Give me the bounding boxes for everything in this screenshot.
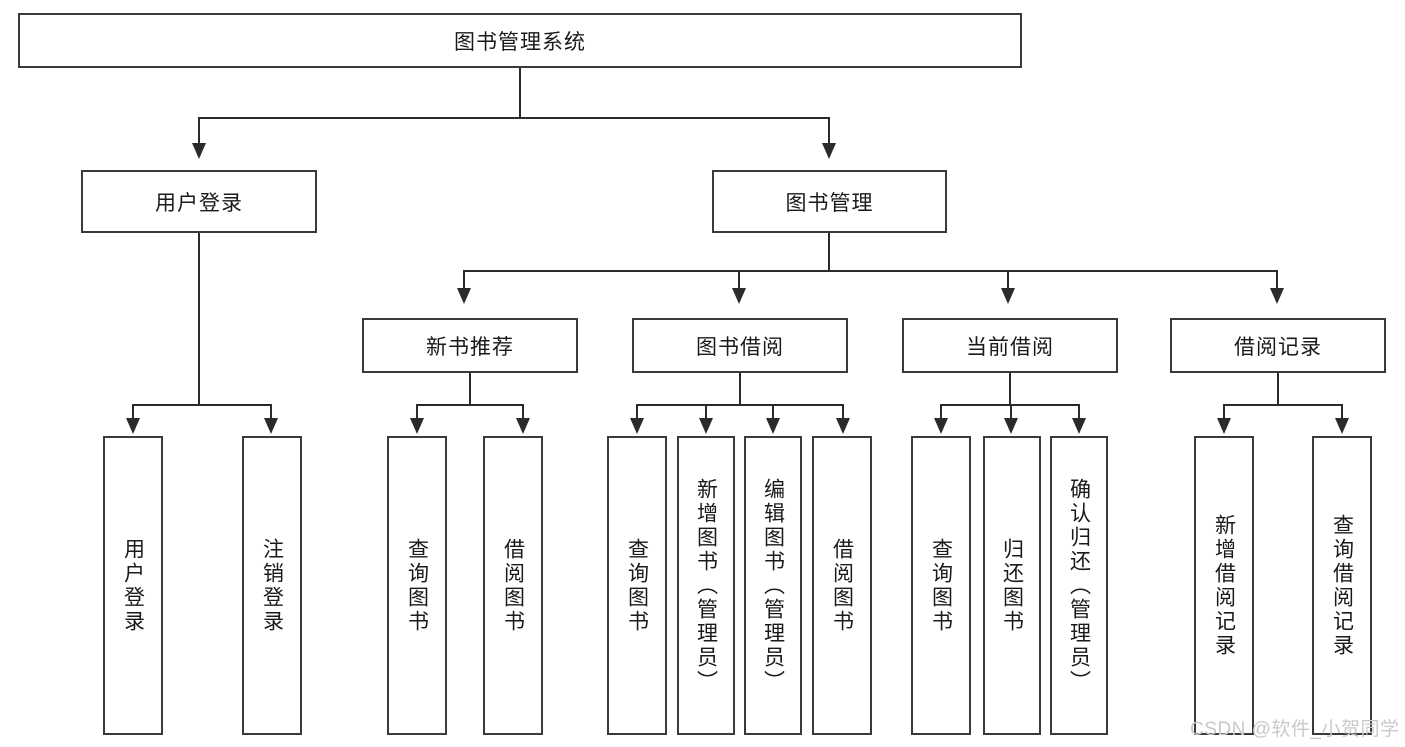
connector-root-bar [199,117,829,119]
node-book-borrow[interactable]: 图书借阅 [632,318,848,373]
connector-root-to-book-management [828,117,830,145]
node-label: 查询图书 [929,537,953,634]
node-leaf-query-book-3[interactable]: 查询图书 [911,436,971,735]
arrow-cb-leaf-3 [1072,418,1086,434]
connector-cb-drop-3 [1078,404,1080,420]
arrow-br-leaf-1 [1217,418,1231,434]
connector-nbr-trunk [469,373,471,405]
node-current-borrow[interactable]: 当前借阅 [902,318,1118,373]
arrow-bm-to-book-borrow [732,288,746,304]
connector-br-drop-1 [1223,404,1225,420]
connector-nbr-drop-1 [416,404,418,420]
connector-br-bar [1223,404,1343,406]
node-label: 图书管理 [785,191,874,215]
node-label: 借阅图书 [501,537,525,634]
connector-bb-bar [636,404,844,406]
node-leaf-return-book[interactable]: 归还图书 [983,436,1041,735]
watermark-text: CSDN @软件_小贺同学 [1190,719,1400,740]
node-leaf-logout-login[interactable]: 注销登录 [242,436,302,735]
connector-bb-trunk [739,373,741,405]
node-leaf-confirm-return[interactable]: 确认归还（管理员） [1050,436,1108,735]
node-label: 编辑图书（管理员） [761,477,785,694]
node-leaf-user-login[interactable]: 用户登录 [103,436,163,735]
arrow-bb-leaf-3 [766,418,780,434]
node-label: 新增借阅记录 [1212,513,1236,658]
connector-cb-trunk [1009,373,1011,405]
connector-bb-drop-1 [636,404,638,420]
node-leaf-query-book-2[interactable]: 查询图书 [607,436,667,735]
arrow-br-leaf-2 [1335,418,1349,434]
connector-user-login-drop-2 [270,404,272,420]
node-label: 查询借阅记录 [1330,513,1354,658]
connector-nbr-drop-2 [522,404,524,420]
arrow-bm-to-borrow-record [1270,288,1284,304]
node-label: 归还图书 [1000,537,1024,634]
connector-nbr-bar [416,404,524,406]
node-book-management[interactable]: 图书管理 [712,170,947,233]
connector-bb-drop-4 [842,404,844,420]
connector-user-login-drop-1 [132,404,134,420]
connector-root-trunk [519,68,521,118]
node-label: 注销登录 [260,537,284,634]
node-leaf-borrow-book-1[interactable]: 借阅图书 [483,436,543,735]
node-leaf-add-book[interactable]: 新增图书（管理员） [677,436,735,735]
connector-user-login-trunk [198,233,200,405]
node-label: 查询图书 [405,537,429,634]
arrow-bb-leaf-4 [836,418,850,434]
connector-user-login-bar [132,404,272,406]
connector-br-trunk [1277,373,1279,405]
node-user-login[interactable]: 用户登录 [81,170,317,233]
arrow-user-login-leaf-1 [126,418,140,434]
arrow-root-to-book-management [822,143,836,159]
node-label: 查询图书 [625,537,649,634]
node-leaf-query-book-1[interactable]: 查询图书 [387,436,447,735]
node-label: 用户登录 [121,537,145,634]
connector-cb-drop-2 [1010,404,1012,420]
connector-br-drop-2 [1341,404,1343,420]
connector-root-to-user-login [198,117,200,145]
node-borrow-record[interactable]: 借阅记录 [1170,318,1386,373]
arrow-user-login-leaf-2 [264,418,278,434]
arrow-bb-leaf-1 [630,418,644,434]
arrow-nbr-leaf-2 [516,418,530,434]
arrow-root-to-user-login [192,143,206,159]
node-label: 借阅图书 [830,537,854,634]
arrow-bm-to-new-book-recommend [457,288,471,304]
connector-bm-drop-2 [738,270,740,290]
node-label: 新书推荐 [426,335,514,359]
node-leaf-add-borrow-record[interactable]: 新增借阅记录 [1194,436,1254,735]
connector-bm-drop-3 [1007,270,1009,290]
node-leaf-edit-book[interactable]: 编辑图书（管理员） [744,436,802,735]
connector-book-management-bar [463,270,1277,272]
connector-bb-drop-2 [705,404,707,420]
connector-bb-drop-3 [772,404,774,420]
arrow-cb-leaf-1 [934,418,948,434]
node-label: 确认归还（管理员） [1067,477,1091,694]
node-label: 借阅记录 [1234,335,1322,359]
arrow-bb-leaf-2 [699,418,713,434]
connector-book-management-trunk [828,233,830,271]
connector-cb-drop-1 [940,404,942,420]
node-leaf-borrow-book-2[interactable]: 借阅图书 [812,436,872,735]
connector-bm-drop-4 [1276,270,1278,290]
node-label: 新增图书（管理员） [694,477,718,694]
node-leaf-query-borrow-record[interactable]: 查询借阅记录 [1312,436,1372,735]
arrow-bm-to-current-borrow [1001,288,1015,304]
arrow-cb-leaf-2 [1004,418,1018,434]
node-new-book-recommend[interactable]: 新书推荐 [362,318,578,373]
node-label: 图书管理系统 [454,30,586,54]
arrow-nbr-leaf-1 [410,418,424,434]
node-label: 当前借阅 [966,335,1054,359]
node-label: 图书借阅 [696,335,784,359]
node-book-management-system[interactable]: 图书管理系统 [18,13,1022,68]
connector-bm-drop-1 [463,270,465,290]
node-label: 用户登录 [155,191,243,215]
